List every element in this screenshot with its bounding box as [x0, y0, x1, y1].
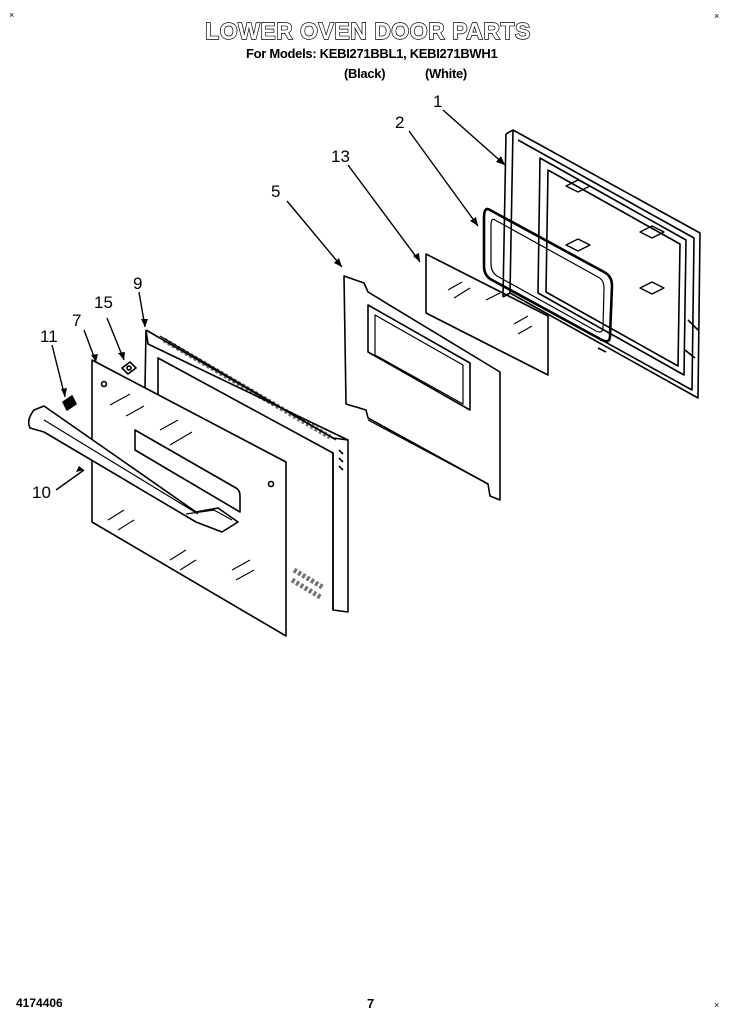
- part-7-outer-glass: [91, 359, 287, 637]
- corner-mark-top-left: ×: [9, 10, 15, 20]
- callout-5: 5: [271, 182, 280, 201]
- color-black-label: (Black): [344, 66, 386, 81]
- part-1-inner-frame: [502, 129, 701, 399]
- part-5-inner-panel: [343, 275, 501, 501]
- callout-1: 1: [433, 92, 442, 111]
- part-2-door-gasket: [482, 207, 614, 343]
- callout-9: 9: [133, 274, 142, 293]
- corner-mark-bottom-right: ×: [714, 1000, 720, 1010]
- part-15-spacer: [121, 361, 137, 375]
- leader-arrows: [61, 156, 505, 472]
- color-white-label: (White): [425, 66, 467, 81]
- part-9-outer-door-frame: [144, 329, 349, 613]
- callout-7: 7: [72, 311, 81, 330]
- page-title: LOWER OVEN DOOR PARTS: [204, 17, 531, 44]
- part-11-end-cap: [62, 395, 77, 411]
- callout-11: 11: [40, 327, 58, 346]
- callout-13: 13: [331, 147, 350, 166]
- part-13-inner-glass: [425, 253, 549, 376]
- page-number: 7: [367, 996, 375, 1011]
- document-number: 4174406: [16, 996, 63, 1010]
- callout-10: 10: [32, 483, 51, 502]
- callout-2: 2: [395, 113, 404, 132]
- callout-15: 15: [94, 293, 113, 312]
- part-10-door-handle: [27, 405, 239, 533]
- corner-mark-top-right: ×: [714, 11, 720, 21]
- models-line: For Models: KEBI271BBL1, KEBI271BWH1: [246, 46, 498, 61]
